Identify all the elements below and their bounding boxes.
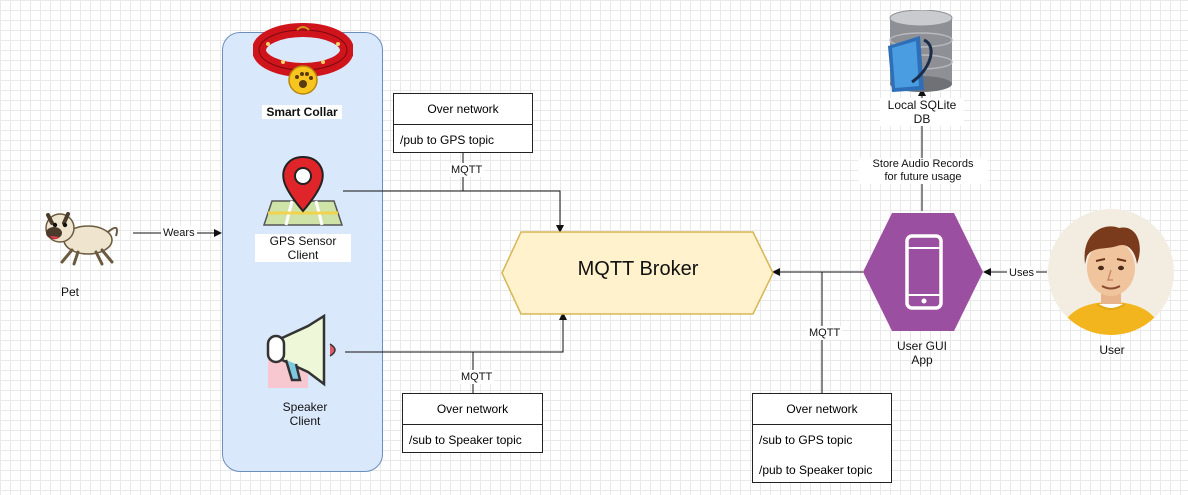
user-app-icon bbox=[863, 213, 983, 331]
mqtt-speaker-label: MQTT bbox=[459, 370, 495, 384]
megaphone-icon bbox=[266, 313, 336, 388]
user-avatar-icon bbox=[1048, 209, 1174, 335]
gps-box-row: /pub to GPS topic bbox=[400, 133, 495, 147]
user-label: User bbox=[1099, 343, 1125, 357]
store-label-line1: Store Audio Records bbox=[872, 158, 974, 170]
smart-collar-icon bbox=[253, 23, 353, 95]
gps-client-label-line2: Client bbox=[287, 248, 319, 262]
gps-box-header: Over network bbox=[394, 94, 532, 125]
map-pin-icon bbox=[262, 155, 344, 226]
uses-label: Uses bbox=[1007, 266, 1037, 280]
db-label-line1: Local SQLite bbox=[887, 98, 957, 112]
mqtt-app-label: MQTT bbox=[807, 326, 843, 340]
app-box-row-1: /sub to GPS topic bbox=[759, 433, 853, 447]
store-label: Store Audio Records for future usage bbox=[858, 158, 988, 184]
app-network-box: Over network /sub to GPS topic /pub to S… bbox=[752, 393, 892, 483]
smart-collar-label: Smart Collar bbox=[262, 105, 342, 119]
database-icon bbox=[888, 10, 953, 92]
wears-label: Wears bbox=[161, 226, 197, 240]
pug-icon bbox=[45, 212, 118, 266]
speaker-network-box: Over network /sub to Speaker topic bbox=[402, 393, 543, 453]
speaker-broker-edge bbox=[345, 312, 567, 353]
gps-client-label: GPS Sensor Client bbox=[255, 234, 351, 262]
pet-label: Pet bbox=[60, 285, 79, 299]
user-app-label: User GUI App bbox=[882, 339, 962, 367]
mqtt-broker-label: MQTT Broker bbox=[577, 258, 699, 280]
speaker-box-row: /sub to Speaker topic bbox=[409, 433, 522, 447]
gps-network-box: Over network /pub to GPS topic bbox=[393, 93, 533, 153]
speaker-client-label-line2: Client bbox=[289, 414, 321, 428]
store-label-line2: for future usage bbox=[884, 171, 962, 183]
app-box-header: Over network bbox=[753, 394, 891, 425]
mqtt-broker-shape bbox=[501, 231, 774, 315]
mqtt-gps-label: MQTT bbox=[449, 163, 485, 177]
user-app-label-line1: User GUI bbox=[896, 339, 947, 353]
app-box-row-2: /pub to Speaker topic bbox=[759, 463, 873, 477]
user-app-label-line2: App bbox=[911, 353, 933, 367]
gps-client-label-line1: GPS Sensor bbox=[269, 234, 337, 248]
db-label-line2: DB bbox=[913, 112, 931, 126]
speaker-client-label-line1: Speaker bbox=[282, 400, 328, 414]
speaker-client-label: Speaker Client bbox=[265, 400, 345, 428]
gps-to-broker-edge bbox=[343, 190, 564, 233]
speaker-box-header: Over network bbox=[403, 394, 542, 425]
db-label: Local SQLite DB bbox=[880, 98, 964, 126]
